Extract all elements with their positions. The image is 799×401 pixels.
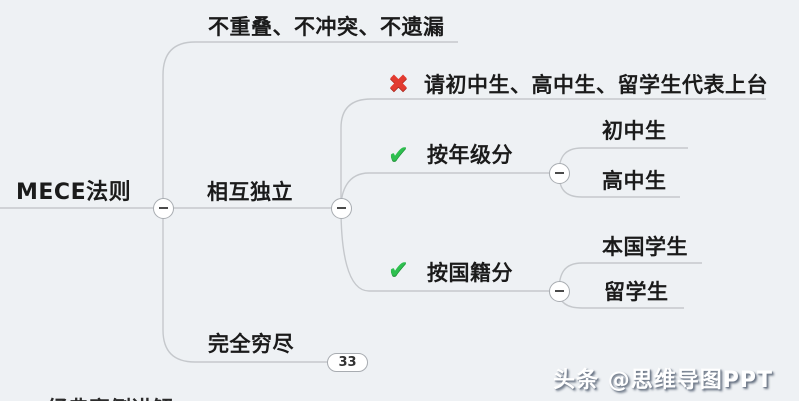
- minus-icon: [158, 207, 168, 209]
- node-mutually-exclusive[interactable]: 相互独立: [207, 180, 293, 204]
- node-international-student[interactable]: 留学生: [604, 280, 669, 304]
- node-by-grade[interactable]: 按年级分: [427, 143, 513, 167]
- watermark: 头条 @思维导图PPT: [553, 368, 773, 393]
- check-icon: ✔: [388, 255, 409, 284]
- minus-icon: [554, 290, 564, 292]
- node-junior-student[interactable]: 初中生: [602, 119, 667, 143]
- collapse-button-root[interactable]: [152, 197, 174, 219]
- wire-to-bad-example: [340, 98, 766, 208]
- wire-to-by-nationality: [340, 207, 549, 292]
- minus-icon: [554, 172, 564, 174]
- collapsed-count-badge[interactable]: 33: [327, 353, 368, 372]
- wire-to-by-grade: [340, 172, 549, 209]
- clipped-bottom-text: 经典案例讲解: [47, 393, 173, 401]
- minus-icon: [336, 207, 346, 209]
- wire-root-to-bottom-branch: [162, 208, 328, 363]
- node-collectively-exhaustive[interactable]: 完全穷尽: [208, 332, 294, 356]
- check-icon: ✔: [388, 140, 409, 169]
- wire-root-to-top-branch: [162, 41, 458, 208]
- node-domestic-student[interactable]: 本国学生: [602, 235, 688, 259]
- collapsed-count-value: 33: [338, 355, 357, 370]
- collapse-button-by-nationality[interactable]: [548, 280, 570, 302]
- collapse-button-mutually-exclusive[interactable]: [330, 197, 352, 219]
- cross-icon: ✖: [388, 69, 409, 98]
- node-senior-student[interactable]: 高中生: [602, 169, 667, 193]
- collapse-button-by-grade[interactable]: [548, 162, 570, 184]
- node-bad-example[interactable]: 请初中生、高中生、留学生代表上台: [424, 73, 768, 97]
- node-root[interactable]: MECE法则: [16, 180, 132, 205]
- node-by-nationality[interactable]: 按国籍分: [427, 261, 513, 285]
- node-no-overlap[interactable]: 不重叠、不冲突、不遗漏: [208, 15, 445, 39]
